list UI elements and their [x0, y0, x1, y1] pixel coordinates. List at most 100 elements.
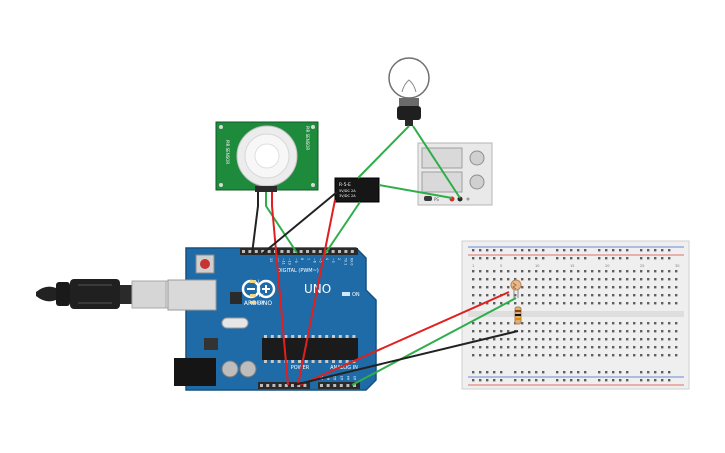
- header-hole[interactable]: [248, 250, 252, 253]
- digital-header[interactable]: [240, 248, 358, 255]
- header-hole[interactable]: [346, 384, 350, 387]
- header-hole[interactable]: [326, 384, 330, 387]
- rx-led: [250, 301, 256, 304]
- usb-jack: [167, 279, 217, 311]
- header-hole[interactable]: [338, 250, 341, 253]
- relay-line2: 3V/DC 2A: [339, 194, 356, 198]
- wire-relay-bulb[interactable]: [357, 125, 410, 179]
- header-hole[interactable]: [267, 250, 271, 253]
- on-led: [342, 292, 350, 296]
- header-hole[interactable]: [242, 250, 245, 253]
- ps-switch[interactable]: [424, 196, 432, 201]
- header-hole[interactable]: [333, 384, 337, 387]
- header-hole[interactable]: [306, 250, 309, 253]
- analog-pin-label: A2: [333, 376, 337, 380]
- wire-ldr-a0[interactable]: [351, 297, 517, 386]
- wires: [251, 125, 519, 386]
- relay[interactable]: R-5-E 5V/DC 2A 3V/DC 2A: [334, 177, 380, 203]
- wire-relay-ps[interactable]: [378, 184, 453, 199]
- rx-label: RX: [258, 300, 264, 306]
- wire-ldr-5v[interactable]: [299, 291, 510, 386]
- header-hole[interactable]: [254, 250, 258, 253]
- pir-pins[interactable]: [255, 186, 277, 192]
- digital-pin-label: ~11: [281, 258, 285, 265]
- pir-sensor[interactable]: PIR SENSOR PIR SENSOR: [215, 121, 319, 192]
- analog-header-label: ANALOG IN: [330, 365, 358, 371]
- header-hole[interactable]: [312, 250, 316, 253]
- wire-pir-signal[interactable]: [265, 192, 298, 254]
- voltage-regulator: [204, 338, 218, 350]
- header-hole[interactable]: [353, 384, 356, 387]
- analog-pin-label: A1: [327, 376, 331, 380]
- analog-header[interactable]: [318, 382, 360, 389]
- l-led: [250, 280, 256, 283]
- header-hole[interactable]: [344, 250, 348, 253]
- header-hole[interactable]: [286, 250, 290, 253]
- header-hole[interactable]: [303, 384, 307, 387]
- header-hole[interactable]: [278, 384, 282, 387]
- breadboard-col-number: 30: [675, 264, 679, 268]
- breadboard-col-number: 10: [535, 264, 539, 268]
- power-header-label: POWER: [291, 365, 310, 371]
- power-jack: [174, 358, 216, 386]
- digital-pin-label: ~5: [319, 258, 323, 263]
- header-hole[interactable]: [331, 250, 335, 253]
- header-hole[interactable]: [280, 250, 284, 253]
- bottom-header-holes: [260, 384, 356, 387]
- digital-pin-label: TX 1: [343, 257, 347, 265]
- header-hole[interactable]: [293, 250, 297, 253]
- digital-pin-label: RX 0: [350, 258, 354, 265]
- analog-pin-label: A4: [346, 376, 350, 380]
- tx-led: [250, 294, 256, 297]
- header-hole[interactable]: [318, 250, 322, 253]
- photoresistor[interactable]: [510, 279, 522, 298]
- ps-knob-1[interactable]: [469, 150, 485, 166]
- wire-res-gnd[interactable]: [293, 330, 519, 386]
- header-hole[interactable]: [284, 384, 288, 387]
- wire-relay-vcc[interactable]: [297, 199, 336, 386]
- wire-pir-vcc[interactable]: [271, 192, 289, 386]
- header-hole[interactable]: [299, 250, 303, 253]
- ps-display-1: [421, 147, 463, 169]
- wire-relay-signal[interactable]: [324, 201, 361, 255]
- tx-label: TX: [257, 293, 264, 299]
- digital-header-holes: [242, 250, 354, 253]
- header-hole[interactable]: [260, 384, 263, 387]
- capacitor-2: [239, 360, 257, 378]
- header-hole[interactable]: [291, 384, 294, 387]
- power-header[interactable]: [258, 382, 310, 389]
- breadboard-col-number: 1: [472, 264, 474, 268]
- resistor[interactable]: [514, 306, 522, 325]
- wire-pir-gnd[interactable]: [251, 192, 259, 255]
- analog-pin-label: A5: [353, 376, 357, 380]
- ps-display-2: [421, 171, 463, 193]
- breadboard-holes: [472, 249, 678, 382]
- l-label: L: [258, 279, 261, 285]
- on-label: ON: [352, 292, 360, 298]
- reset-button-cap[interactable]: [200, 259, 210, 269]
- header-hole[interactable]: [266, 384, 270, 387]
- light-bulb[interactable]: [388, 57, 430, 126]
- header-hole[interactable]: [261, 250, 265, 253]
- wire-bulb-ps[interactable]: [412, 125, 461, 199]
- analog-pin-label: A3: [340, 376, 344, 380]
- ps-knob-2[interactable]: [469, 174, 485, 190]
- digital-pin-label: 7: [306, 258, 310, 260]
- breadboard-col-number: 20: [605, 264, 609, 268]
- relay-line1: 5V/DC 2A: [339, 189, 356, 193]
- digital-pin-label: ~6: [312, 258, 316, 263]
- digital-header-label: DIGITAL (PWM~): [277, 268, 319, 274]
- header-hole[interactable]: [320, 384, 323, 387]
- pir-left-text: PIR SENSOR: [225, 140, 230, 164]
- crystal: [221, 317, 249, 329]
- header-hole[interactable]: [350, 250, 354, 253]
- arduino-brand: ARDUINO: [244, 300, 273, 307]
- digital-pin-label: ~10: [288, 258, 292, 265]
- relay-title: R-5-E: [339, 182, 351, 188]
- header-hole[interactable]: [272, 384, 276, 387]
- wire-relay-gnd[interactable]: [261, 191, 338, 255]
- header-hole[interactable]: [297, 384, 301, 387]
- header-hole[interactable]: [339, 384, 343, 387]
